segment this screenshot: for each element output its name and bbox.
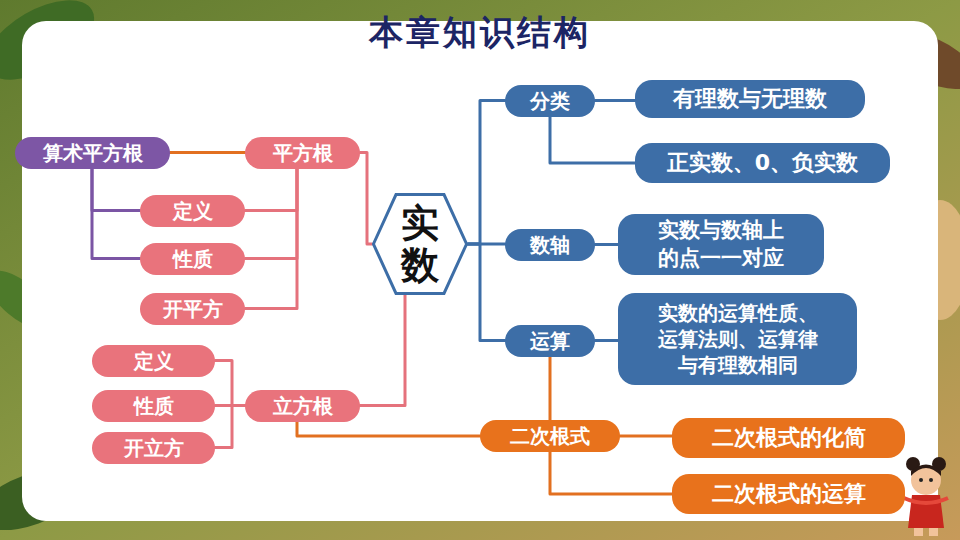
node-label: 定义: [173, 198, 213, 224]
connector-line: [550, 117, 635, 164]
text-stack: 二次根式的运算: [712, 480, 866, 509]
connector-line: [92, 169, 140, 259]
title-box: 本章知识结构: [0, 10, 960, 56]
node-label: 性质: [173, 246, 213, 272]
connector-line: [549, 357, 552, 421]
node-label: 定义: [134, 348, 174, 374]
text-stack: 正实数、0、负实数: [667, 149, 858, 178]
branch-box: 实数的运算性质、 运算法则、运算律 与有理数相同: [618, 293, 857, 385]
node-label: 立方根: [273, 393, 333, 419]
radical-box: 二次根式的化简: [672, 418, 905, 458]
connector-line: [468, 244, 505, 341]
connector-line: [245, 169, 297, 309]
chart-title: 本章知识结构: [369, 12, 591, 52]
text-stack: 二次根式的化简: [712, 424, 866, 453]
root-concept-box: 算术平方根: [15, 137, 170, 169]
white-panel: [22, 21, 938, 521]
connector-line: [595, 339, 618, 342]
text-stack: 实数: [401, 202, 439, 286]
branch-box: 实数与数轴上 的点一一对应: [618, 214, 824, 275]
node-label: 正实数、0、负实数: [667, 149, 858, 178]
connector-line: [215, 406, 245, 448]
text-stack: 定义: [173, 198, 213, 224]
node-label: 有理数与无理数: [673, 85, 827, 114]
concept-box: 性质: [140, 243, 245, 275]
text-stack: 平方根: [273, 140, 333, 166]
text-stack: 运算: [530, 328, 570, 354]
node-label: 实数的运算性质、 运算法则、运算律 与有理数相同: [618, 300, 857, 378]
face: [911, 465, 941, 495]
text-stack: 性质: [134, 393, 174, 419]
text-stack: 数轴: [530, 232, 570, 258]
branch-box: 有理数与无理数: [635, 80, 865, 118]
concept-box: 开平方: [140, 293, 245, 325]
concept-box: 定义: [140, 195, 245, 227]
branch-box: 数轴: [505, 229, 595, 261]
sash: [904, 498, 948, 503]
connector-line: [215, 361, 245, 406]
radical-box: 二次根式的运算: [672, 474, 905, 514]
center-hexagon: 实数: [372, 193, 468, 295]
concept-box: 平方根: [245, 137, 360, 169]
text-stack: 立方根: [273, 393, 333, 419]
connector-line: [360, 295, 405, 406]
text-stack: 开平方: [163, 296, 223, 322]
node-label: 算术平方根: [43, 140, 143, 166]
connector-line: [297, 422, 480, 437]
node-label: 开立方: [124, 435, 184, 461]
leg: [914, 528, 923, 536]
connector-line: [360, 153, 372, 245]
text-stack: 性质: [173, 246, 213, 272]
branch-box: 正实数、0、负实数: [635, 143, 890, 183]
text-stack: 实数与数轴上 的点一一对应: [618, 217, 824, 272]
hexagon-shape: [373, 195, 466, 294]
node-label: 开平方: [163, 296, 223, 322]
branch-box: 分类: [505, 85, 595, 117]
connector-line: [595, 243, 618, 246]
text-stack: 开立方: [124, 435, 184, 461]
text-stack: 有理数与无理数: [673, 85, 827, 114]
connector-line: [170, 151, 245, 154]
radical-box: 二次根式: [480, 420, 620, 452]
text-stack: 实数的运算性质、 运算法则、运算律 与有理数相同: [618, 300, 857, 378]
cartoon-figure: [904, 457, 948, 536]
connector-line: [620, 435, 672, 438]
concept-box: 定义: [92, 345, 215, 377]
node-label: 运算: [530, 328, 570, 354]
branch-box: 运算: [505, 325, 595, 357]
node-label: 二次根式的化简: [712, 424, 866, 453]
connector-line: [468, 101, 505, 245]
text-stack: 分类: [530, 88, 570, 114]
node-label: 二次根式的运算: [712, 480, 866, 509]
connector-line: [92, 169, 140, 211]
hair: [911, 465, 941, 477]
concept-box: 性质: [92, 390, 215, 422]
node-label: 分类: [530, 88, 570, 114]
text-stack: 定义: [134, 348, 174, 374]
connector-line: [550, 452, 672, 494]
node-label: 平方根: [273, 140, 333, 166]
text-stack: 算术平方根: [43, 140, 143, 166]
eye: [929, 478, 933, 482]
node-label: 数轴: [530, 232, 570, 258]
concept-box: 立方根: [245, 390, 360, 422]
concept-box: 开立方: [92, 432, 215, 464]
node-label: 实数: [401, 202, 439, 286]
connector-line: [245, 169, 297, 211]
eye: [919, 478, 923, 482]
connector-line: [245, 169, 297, 259]
node-label: 二次根式: [510, 423, 590, 449]
connector-line: [595, 99, 635, 102]
text-stack: 二次根式: [510, 423, 590, 449]
leg: [929, 528, 938, 536]
node-label: 性质: [134, 393, 174, 419]
node-label: 实数与数轴上 的点一一对应: [618, 217, 824, 272]
